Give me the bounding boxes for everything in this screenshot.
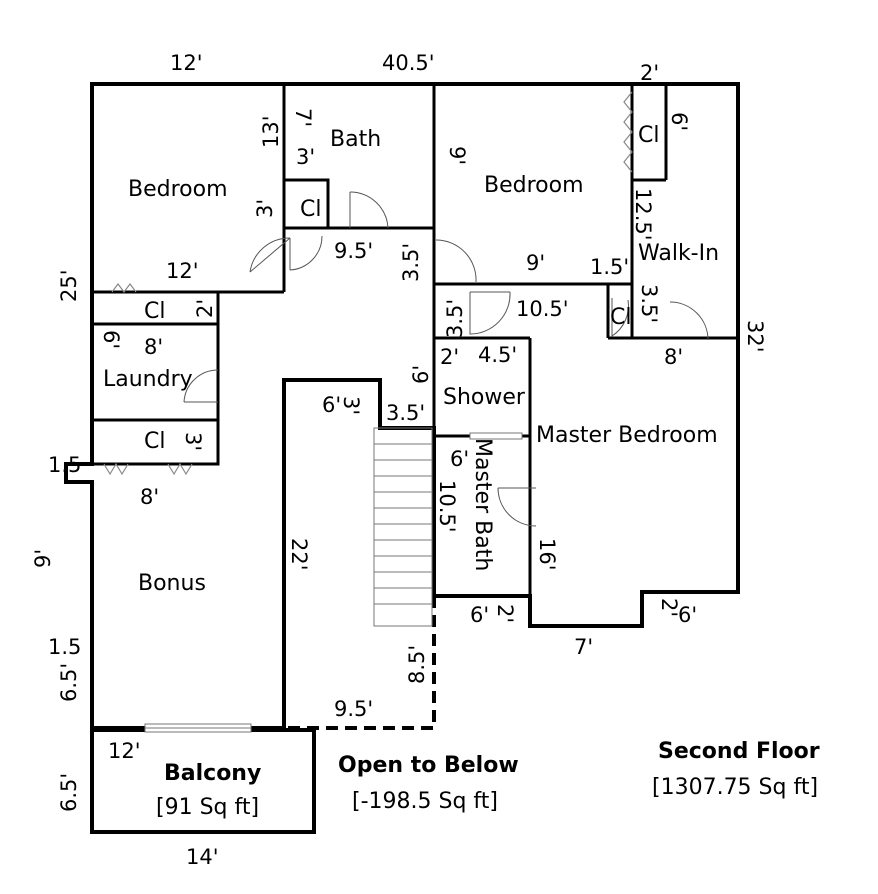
dim-label: 3.5' — [386, 401, 425, 425]
dim-label: 3' — [181, 432, 205, 451]
dim-label: 2' — [440, 345, 459, 369]
room-label-master-bedroom: Master Bedroom — [536, 423, 718, 448]
dim-label: 9.5' — [334, 239, 373, 263]
dim-label: 12' — [170, 51, 203, 75]
dim-label: 8' — [144, 335, 163, 359]
dim-label: 1.5 — [48, 453, 81, 477]
dim-label: 9' — [445, 146, 469, 165]
dim-label: 1.5 — [48, 635, 81, 659]
dim-label: 2' — [640, 61, 659, 85]
dim-label: 10.5' — [516, 297, 569, 321]
interior-walls — [90, 84, 738, 596]
dim-label: 3' — [339, 396, 363, 415]
dim-label: 32' — [743, 320, 767, 353]
dim-label: 13' — [259, 116, 283, 149]
dim-label: 8' — [140, 485, 159, 509]
dim-label: 1.5' — [590, 255, 629, 279]
room-label-walk-in: Walk-In — [638, 241, 719, 266]
room-label-closet-walk-in: Cl — [610, 305, 631, 330]
dim-label: 3.5' — [399, 243, 423, 282]
dim-label: 6' — [678, 603, 697, 627]
dim-label: 6' — [322, 393, 341, 417]
dim-label: 12.5' — [631, 188, 655, 241]
dim-label: 3' — [253, 199, 277, 218]
doors — [183, 191, 709, 527]
dim-label: 8.5' — [405, 645, 429, 684]
dim-label: 6.5' — [57, 663, 81, 702]
room-label-laundry: Laundry — [103, 367, 193, 392]
balcony-area: [91 Sq ft] — [156, 795, 259, 820]
dimension-labels: 12' 40.5' 2' 13' 7' 3' 3' 9' 6' 12.5' 25… — [31, 51, 767, 869]
dim-label: 7' — [574, 635, 593, 659]
dim-label: 3.5' — [637, 284, 661, 323]
dim-label: 2' — [193, 299, 217, 318]
open-to-below-area: [-198.5 Sq ft] — [352, 789, 498, 814]
floor-area: [1307.75 Sq ft] — [652, 775, 818, 800]
dim-label: 16' — [535, 538, 559, 571]
dim-label: 12' — [108, 739, 141, 763]
dim-label: 12' — [166, 259, 199, 283]
dim-label: 9.5' — [334, 697, 373, 721]
dim-label: 25' — [57, 270, 81, 303]
room-label-bonus: Bonus — [138, 571, 206, 596]
dim-label: 7' — [291, 108, 315, 127]
dim-label: 6' — [470, 603, 489, 627]
room-label-shower: Shower — [443, 385, 526, 410]
dim-label: 9' — [31, 549, 55, 568]
dim-label: 6' — [99, 330, 123, 349]
dim-label: 3' — [296, 145, 315, 169]
dim-label: 4.5' — [478, 343, 517, 367]
dim-label: 3.5' — [443, 299, 467, 338]
dim-label: 2' — [493, 604, 517, 623]
room-label-closet-laundry-top: Cl — [144, 299, 165, 324]
stairs — [373, 427, 433, 627]
dim-label: 6' — [409, 365, 433, 384]
room-label-master-bath: Master Bath — [470, 438, 495, 571]
open-to-below-boundary — [284, 596, 436, 730]
dim-label: 40.5' — [382, 51, 435, 75]
room-labels: Bedroom Bath Bedroom Walk-In Cl Cl Cl Cl… — [103, 123, 719, 596]
dim-label: 6' — [667, 112, 691, 131]
dim-label: 9' — [526, 251, 545, 275]
room-label-bath: Bath — [330, 127, 381, 152]
room-label-bedroom-left: Bedroom — [128, 177, 228, 202]
bifold-doors — [103, 91, 633, 476]
dim-label: 6.5' — [57, 773, 81, 812]
room-label-closet-laundry-bottom: Cl — [144, 429, 165, 454]
dim-label: 6' — [450, 447, 469, 471]
dim-label: 14' — [186, 845, 219, 869]
dim-label: 2' — [657, 598, 681, 617]
dim-label: 22' — [287, 538, 311, 571]
room-label-bedroom-right: Bedroom — [484, 173, 584, 198]
balcony-title: Balcony — [164, 761, 261, 786]
dim-label: 10.5' — [435, 480, 459, 533]
room-label-closet-upper: Cl — [638, 123, 659, 148]
dim-label: 8' — [664, 345, 683, 369]
shower-glass — [469, 432, 523, 440]
room-label-closet-bath: Cl — [300, 197, 321, 222]
open-to-below-title: Open to Below — [338, 753, 519, 778]
floor-title: Second Floor — [658, 739, 820, 764]
